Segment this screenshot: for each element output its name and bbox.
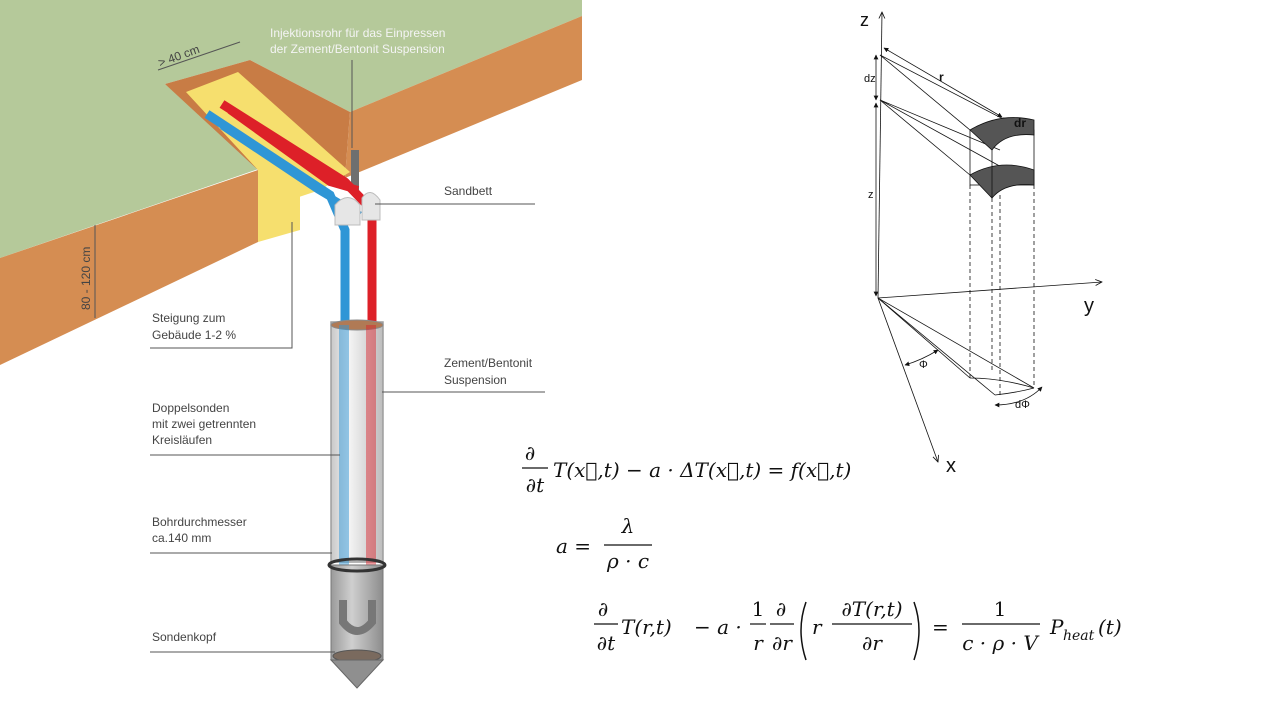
elbow-fitting-2 — [361, 192, 381, 221]
ray — [877, 297, 971, 379]
eq3-dr2: ∂r — [862, 631, 883, 655]
ray — [879, 99, 971, 176]
x-axis — [877, 297, 938, 462]
volume-bottom-face — [969, 164, 1035, 199]
eq3-r: r — [753, 631, 764, 655]
eq1-partial: ∂ — [525, 441, 535, 465]
x-axis-label: x — [946, 455, 956, 477]
elbow-fitting — [334, 197, 361, 226]
trench-width-line — [157, 41, 241, 71]
cylinder-labels: z y x r dr dz z Φ dΦ — [860, 10, 1094, 477]
eq1-dt: ∂t — [526, 473, 545, 497]
sandbed-front — [258, 170, 300, 242]
z-axis — [877, 12, 882, 299]
eq3-t: (t) — [1098, 615, 1122, 639]
dr-label: dr — [1014, 116, 1026, 130]
probe-u-bend — [339, 600, 376, 635]
trench-depth-label: 80 - 120 cm — [79, 247, 93, 310]
eq3-heat: heat — [1063, 628, 1095, 644]
eq2-a: a = — [556, 534, 591, 558]
r-arrow — [883, 47, 1003, 118]
double-probe-label-2: mit zwei getrennten — [152, 417, 256, 431]
eq3-inner-r: r — [812, 615, 823, 639]
phi-label: Φ — [919, 359, 928, 371]
eq3-dt: ∂t — [597, 631, 616, 655]
eq1-rest: − a · ΔT(x⃗,t) = f(x⃗,t) — [626, 458, 851, 482]
eq3-paren-close — [913, 601, 920, 661]
z-axis-label: z — [860, 10, 869, 30]
heat-equation: ∂ ∂t T(x⃗,t) − a · ΔT(x⃗,t) = f(x⃗,t) — [522, 441, 851, 497]
radial-heat-equation: ∂ ∂t T(r,t) − a · 1 r ∂ ∂r r ∂T(r,t) ∂r … — [594, 597, 1122, 661]
eq2-numerator: λ — [621, 514, 635, 538]
z-label: z — [868, 189, 874, 201]
eq3-P: P — [1049, 615, 1064, 639]
eq3-d: ∂ — [776, 597, 786, 621]
double-probe-label-3: Kreisläufen — [152, 433, 212, 447]
base-arc — [969, 377, 1035, 389]
suspension-label-1: Zement/Bentonit — [444, 356, 533, 370]
eq3-partial: ∂ — [598, 597, 608, 621]
injection-tube — [351, 150, 359, 192]
bore-label-2: ca.140 mm — [152, 531, 211, 545]
eq3-dr: ∂r — [772, 631, 793, 655]
cylinder-diagram — [873, 12, 1102, 462]
dphi-label: dΦ — [1015, 399, 1030, 411]
dphi-arc — [994, 386, 1043, 408]
ray — [877, 297, 996, 396]
eq3-T: T(r,t) — [621, 615, 672, 639]
eq3-cpv: c · ρ · V — [962, 631, 1040, 655]
ray — [879, 99, 1001, 151]
grass-surface — [0, 0, 582, 258]
eq3-equals: = — [932, 615, 949, 639]
eq2-denominator: ρ · c — [606, 549, 649, 573]
cold-pipe-down — [339, 325, 349, 625]
eq3-dT: ∂T(r,t) — [841, 597, 902, 621]
suspension-label-2: Suspension — [444, 373, 507, 387]
eq3-minus-a: − a · — [694, 615, 742, 639]
y-axis — [877, 282, 1102, 299]
slope-label-2: Gebäude 1-2 % — [152, 328, 236, 342]
soil-front — [0, 170, 258, 365]
ray — [877, 297, 1035, 389]
base-arc-2 — [994, 387, 1035, 396]
sandbed-label: Sandbett — [444, 184, 493, 198]
borehole-diagram: Injektionsrohr für das Einpressen der Ze… — [0, 0, 582, 689]
ray — [879, 54, 971, 131]
eq3-paren-open — [800, 601, 807, 661]
hot-pipe-inner — [227, 106, 360, 194]
slope-label-1: Steigung zum — [152, 311, 225, 325]
y-axis-label: y — [1084, 295, 1094, 317]
r-label: r — [939, 70, 944, 84]
slope-leader — [150, 222, 293, 349]
hot-pipe-trench — [219, 100, 377, 330]
phi-arc — [904, 349, 939, 367]
dz-label: dz — [864, 73, 876, 85]
eq1-T: T(x⃗,t) — [553, 458, 620, 482]
eq3-one: 1 — [752, 597, 765, 621]
double-probe-label-1: Doppelsonden — [152, 401, 229, 415]
injection-label-2: der Zement/Bentonit Suspension — [270, 42, 445, 56]
eq3-one2: 1 — [994, 597, 1007, 621]
diffusivity-equation: a = λ ρ · c — [556, 514, 652, 573]
injection-label-1: Injektionsrohr für das Einpressen — [270, 26, 445, 40]
soil-trench-wall — [345, 16, 582, 178]
probe-ring — [327, 557, 387, 573]
volume-top-face — [969, 117, 1035, 151]
hot-pipe-down — [366, 325, 376, 625]
bore-label-1: Bohrdurchmesser — [152, 515, 247, 529]
probe-head-label: Sondenkopf — [152, 630, 217, 644]
probe-tip — [329, 659, 385, 689]
